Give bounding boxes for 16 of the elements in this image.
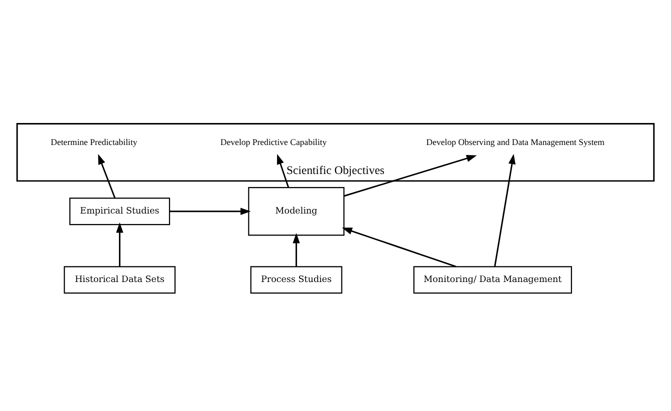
node-text: Develop Predictive Capability bbox=[220, 137, 327, 148]
arrow bbox=[292, 233, 300, 267]
arrow bbox=[116, 222, 124, 267]
arrow bbox=[342, 228, 456, 268]
arrow bbox=[170, 208, 251, 215]
node-box: Empirical Studies bbox=[69, 198, 170, 226]
arrow bbox=[494, 154, 516, 267]
arrow bbox=[98, 154, 116, 198]
node-text: Determine Predictability bbox=[50, 137, 138, 148]
node-text: Develop Observing and Data Management System bbox=[426, 137, 605, 148]
arrow bbox=[277, 154, 290, 188]
node-box: Monitoring/ Data Management bbox=[413, 266, 572, 294]
node-box: Historical Data Sets bbox=[64, 266, 176, 294]
node-box: Modeling bbox=[248, 187, 344, 236]
arrow bbox=[344, 154, 477, 197]
node-box: Process Studies bbox=[250, 266, 342, 294]
